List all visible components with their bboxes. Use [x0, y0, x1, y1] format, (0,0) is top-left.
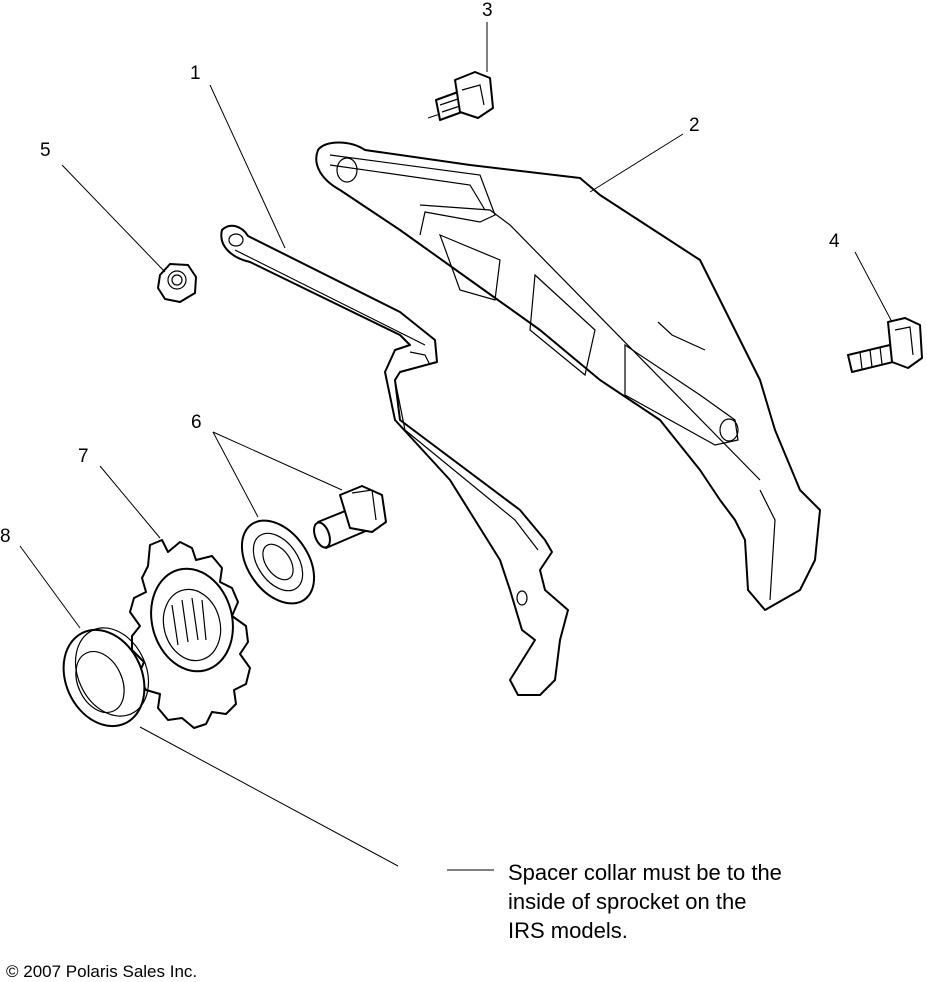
leader-5	[61, 164, 166, 273]
leader-1	[209, 84, 286, 249]
part-3-bolt	[427, 71, 494, 121]
spacer-collar-note: Spacer collar must be to the inside of s…	[508, 860, 782, 943]
leader-note	[139, 726, 399, 867]
part-2-chain-guard	[315, 141, 821, 611]
part-6-bolt	[313, 485, 387, 549]
part-4-bolt	[847, 317, 923, 373]
callout-4: 4	[829, 231, 840, 252]
callout-6: 6	[191, 412, 202, 433]
callout-7: 7	[78, 446, 89, 467]
callout-5: 5	[40, 140, 51, 161]
leader-8	[19, 545, 81, 629]
leader-2	[589, 133, 684, 193]
part-6-washer	[240, 519, 316, 605]
leader-6b	[212, 431, 343, 491]
copyright-text: © 2007 Polaris Sales Inc.	[6, 962, 198, 981]
leader-6a	[212, 431, 259, 518]
callout-2: 2	[689, 115, 700, 136]
leader-4	[854, 251, 893, 323]
callout-1: 1	[190, 63, 201, 84]
part-8-spacer-collar	[62, 627, 150, 728]
leader-lines	[19, 22, 893, 871]
leader-7	[99, 465, 161, 539]
callout-8: 8	[0, 526, 11, 547]
callout-3: 3	[482, 0, 493, 21]
part-5-nut	[157, 263, 197, 303]
part-7-sprocket	[129, 539, 251, 729]
part-1-bracket-arm	[220, 224, 569, 696]
